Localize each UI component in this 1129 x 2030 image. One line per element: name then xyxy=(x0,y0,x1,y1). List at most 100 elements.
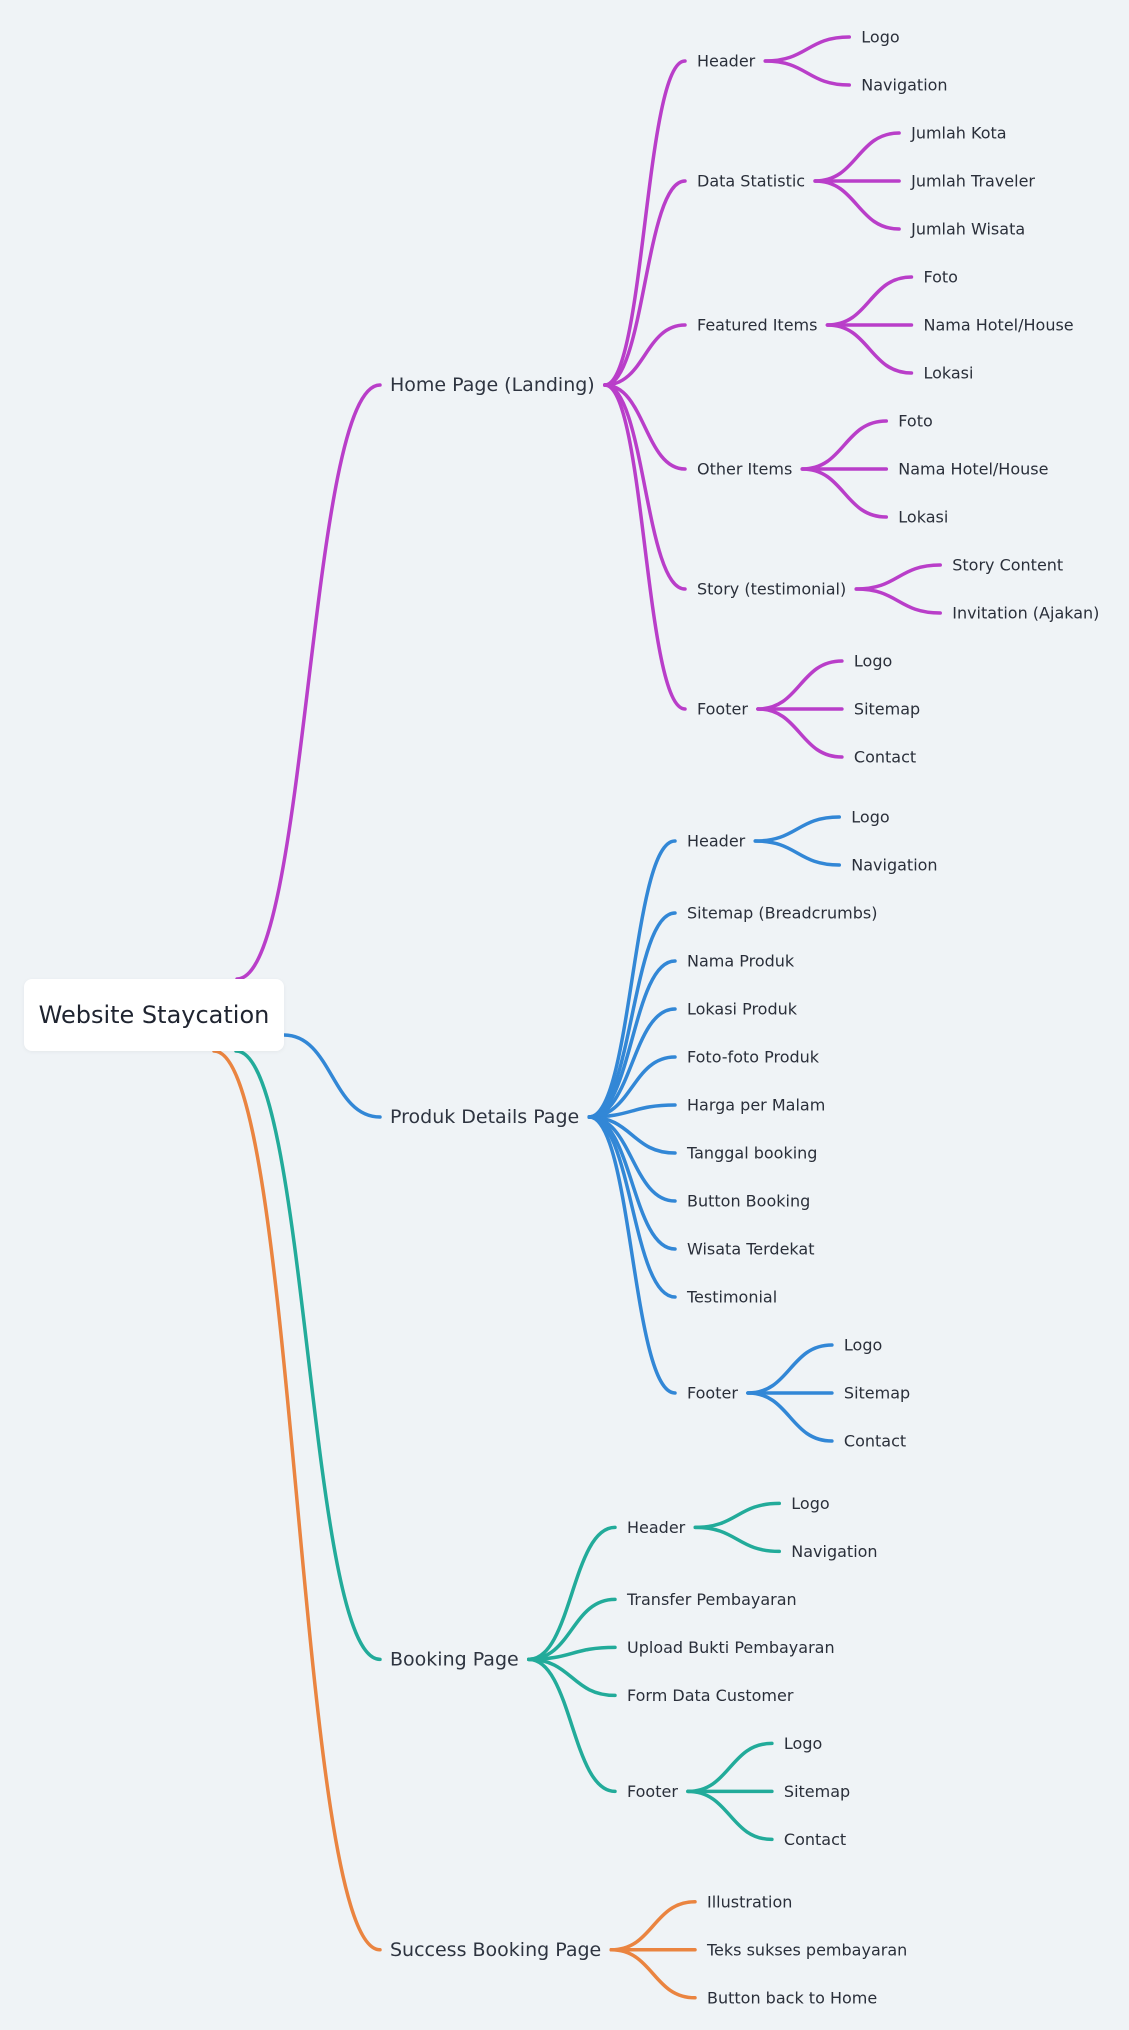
branch-0-node-2-leaf-1-label[interactable]: Nama Hotel/House xyxy=(923,316,1073,335)
branch-0-node-4-label[interactable]: Story (testimonial) xyxy=(697,580,846,599)
edge-node-0-5-to-leaf-2 xyxy=(756,707,844,759)
branch-1-node-0-leaf-1-label[interactable]: Navigation xyxy=(851,856,937,875)
branch-2-node-4-leaf-0-label[interactable]: Logo xyxy=(784,1734,822,1753)
branch-0-node-2-leaf-0-label[interactable]: Foto xyxy=(923,268,957,287)
branch-0-node-5-leaf-0-label[interactable]: Logo xyxy=(854,652,892,671)
edge-branch-2-to-node-3 xyxy=(526,1657,617,1698)
branch-0-label[interactable]: Home Page (Landing) xyxy=(390,374,595,396)
branch-3-node-1-label[interactable]: Teks sukses pembayaran xyxy=(706,1940,907,1959)
edge-node-0-1-to-leaf-2 xyxy=(813,179,901,231)
branch-2-node-0-leaf-0-label[interactable]: Logo xyxy=(791,1494,829,1513)
edge-node-0-3-to-leaf-0 xyxy=(800,419,889,471)
edge-node-0-4-to-leaf-0 xyxy=(854,563,942,591)
edge-node-0-1-to-leaf-0 xyxy=(813,131,901,183)
branch-0-node-0-label[interactable]: Header xyxy=(697,52,756,71)
branch-0-node-3-leaf-0-label[interactable]: Foto xyxy=(898,412,932,431)
branch-1-node-0-leaf-0-label[interactable]: Logo xyxy=(851,808,889,827)
branch-0-node-3-label[interactable]: Other Items xyxy=(697,460,792,479)
branch-0-node-2-label[interactable]: Featured Items xyxy=(697,316,817,335)
edge-branch-3-to-node-2 xyxy=(609,1948,697,2000)
branch-0-node-3-leaf-2-label[interactable]: Lokasi xyxy=(898,508,948,527)
branch-0-node-5-label[interactable]: Footer xyxy=(697,700,748,719)
branch-2-node-2-label[interactable]: Upload Bukti Pembayaran xyxy=(627,1638,835,1657)
edge-node-0-2-to-leaf-2 xyxy=(825,323,914,375)
branch-0-node-4-leaf-1-label[interactable]: Invitation (Ajakan) xyxy=(952,604,1099,623)
edge-branch-1-to-node-9 xyxy=(587,1115,677,1299)
branch-0-node-1-leaf-1-label[interactable]: Jumlah Traveler xyxy=(910,172,1035,191)
branch-0-node-1-leaf-0-label[interactable]: Jumlah Kota xyxy=(910,124,1006,143)
branch-2-node-0-leaf-1-label[interactable]: Navigation xyxy=(791,1542,877,1561)
branch-0-node-0-leaf-0-label[interactable]: Logo xyxy=(861,28,899,47)
edge-node-1-10-to-leaf-0 xyxy=(746,1343,834,1395)
edge-root-to-branch-1 xyxy=(282,1033,382,1119)
edge-branch-0-to-node-3 xyxy=(602,383,687,471)
branch-1-node-4-label[interactable]: Foto-foto Produk xyxy=(687,1048,820,1067)
branch-1-node-10-leaf-2-label[interactable]: Contact xyxy=(844,1432,906,1451)
branch-2-node-4-leaf-2-label[interactable]: Contact xyxy=(784,1830,846,1849)
branch-0-node-5-leaf-1-label[interactable]: Sitemap xyxy=(854,700,920,719)
branch-0-node-1-label[interactable]: Data Statistic xyxy=(697,172,805,191)
edge-node-1-10-to-leaf-2 xyxy=(746,1391,834,1443)
edge-node-0-3-to-leaf-2 xyxy=(800,467,889,519)
branch-1-node-6-label[interactable]: Tanggal booking xyxy=(686,1144,817,1163)
branch-2-node-1-label[interactable]: Transfer Pembayaran xyxy=(626,1590,797,1609)
root-label: Website Staycation xyxy=(38,1001,270,1029)
edge-branch-1-to-node-4 xyxy=(587,1055,677,1119)
edge-branch-0-to-node-0 xyxy=(602,59,687,387)
branch-1-label[interactable]: Produk Details Page xyxy=(390,1106,579,1128)
edge-branch-3-to-node-0 xyxy=(609,1900,697,1952)
edge-branch-2-to-node-0 xyxy=(526,1525,617,1662)
branch-3-node-0-label[interactable]: Illustration xyxy=(707,1892,792,1911)
branch-1-node-5-label[interactable]: Harga per Malam xyxy=(687,1096,825,1115)
edge-root-to-branch-2 xyxy=(234,1049,382,1662)
node-labels: Home Page (Landing)HeaderLogoNavigationD… xyxy=(390,28,1099,2008)
connector-lines xyxy=(212,35,942,2000)
edge-node-0-2-to-leaf-0 xyxy=(825,275,914,327)
branch-2-node-4-leaf-1-label[interactable]: Sitemap xyxy=(784,1782,850,1801)
branch-2-label[interactable]: Booking Page xyxy=(390,1648,519,1670)
edge-node-2-0-to-leaf-0 xyxy=(693,1501,782,1530)
branch-0-node-1-leaf-2-label[interactable]: Jumlah Wisata xyxy=(910,220,1025,239)
edge-branch-2-to-node-4 xyxy=(526,1657,617,1794)
edge-node-1-0-to-leaf-1 xyxy=(753,839,842,867)
branch-0-node-0-leaf-1-label[interactable]: Navigation xyxy=(861,76,947,95)
edge-branch-2-to-node-1 xyxy=(526,1597,617,1662)
branch-0-node-3-leaf-1-label[interactable]: Nama Hotel/House xyxy=(898,460,1048,479)
edge-branch-1-to-node-0 xyxy=(587,839,677,1119)
edge-branch-1-to-node-3 xyxy=(587,1007,677,1119)
edge-node-2-4-to-leaf-2 xyxy=(686,1789,774,1842)
edge-node-0-4-to-leaf-1 xyxy=(854,587,942,615)
branch-2-node-0-label[interactable]: Header xyxy=(627,1518,686,1537)
branch-0-node-5-leaf-2-label[interactable]: Contact xyxy=(854,748,916,767)
edge-branch-1-to-node-10 xyxy=(587,1115,677,1395)
edge-node-2-4-to-leaf-0 xyxy=(686,1741,774,1794)
branch-1-node-3-label[interactable]: Lokasi Produk xyxy=(687,1000,798,1019)
branch-2-node-3-label[interactable]: Form Data Customer xyxy=(627,1686,794,1705)
branch-3-node-2-label[interactable]: Button back to Home xyxy=(707,1988,877,2007)
edge-node-1-0-to-leaf-0 xyxy=(753,815,842,843)
branch-1-node-2-label[interactable]: Nama Produk xyxy=(687,952,795,971)
branch-1-node-9-label[interactable]: Testimonial xyxy=(686,1288,777,1307)
branch-1-node-8-label[interactable]: Wisata Terdekat xyxy=(687,1240,814,1259)
branch-1-node-1-label[interactable]: Sitemap (Breadcrumbs) xyxy=(687,904,877,923)
branch-1-node-10-leaf-1-label[interactable]: Sitemap xyxy=(844,1384,910,1403)
branch-1-node-7-label[interactable]: Button Booking xyxy=(687,1192,810,1211)
branch-3-label[interactable]: Success Booking Page xyxy=(390,1939,601,1961)
branch-2-node-4-label[interactable]: Footer xyxy=(627,1782,678,1801)
branch-0-node-4-leaf-0-label[interactable]: Story Content xyxy=(952,556,1063,575)
branch-1-node-10-leaf-0-label[interactable]: Logo xyxy=(844,1336,882,1355)
edge-root-to-branch-0 xyxy=(235,383,382,981)
edge-branch-0-to-node-1 xyxy=(602,179,687,387)
branch-1-node-10-label[interactable]: Footer xyxy=(687,1384,738,1403)
branch-1-node-0-label[interactable]: Header xyxy=(687,832,746,851)
edge-node-0-5-to-leaf-0 xyxy=(756,659,844,711)
edge-branch-0-to-node-5 xyxy=(602,383,687,711)
edge-branch-0-to-node-4 xyxy=(602,383,687,591)
edge-root-to-branch-3 xyxy=(212,1049,382,1952)
edge-node-0-0-to-leaf-0 xyxy=(763,35,852,63)
root-node[interactable]: Website Staycation xyxy=(24,979,284,1051)
edge-branch-0-to-node-2 xyxy=(602,323,687,387)
branch-0-node-2-leaf-2-label[interactable]: Lokasi xyxy=(923,364,973,383)
edge-node-0-0-to-leaf-1 xyxy=(763,59,852,87)
